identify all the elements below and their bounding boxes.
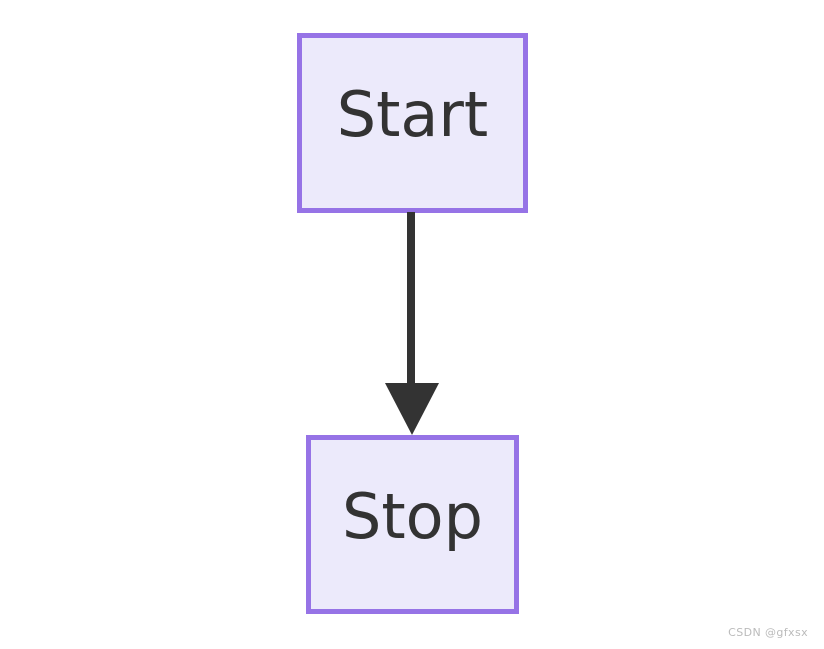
edge-arrowhead-icon — [385, 383, 439, 435]
flowchart-node-stop-label: Stop — [342, 479, 483, 553]
flowchart-edge-start-to-stop[interactable] — [380, 206, 444, 440]
flowchart-node-start[interactable]: Start — [297, 33, 528, 213]
flowchart-node-stop[interactable]: Stop — [306, 435, 519, 614]
watermark-text: CSDN @gfxsx — [728, 626, 808, 639]
flowchart-node-start-label: Start — [336, 78, 489, 151]
